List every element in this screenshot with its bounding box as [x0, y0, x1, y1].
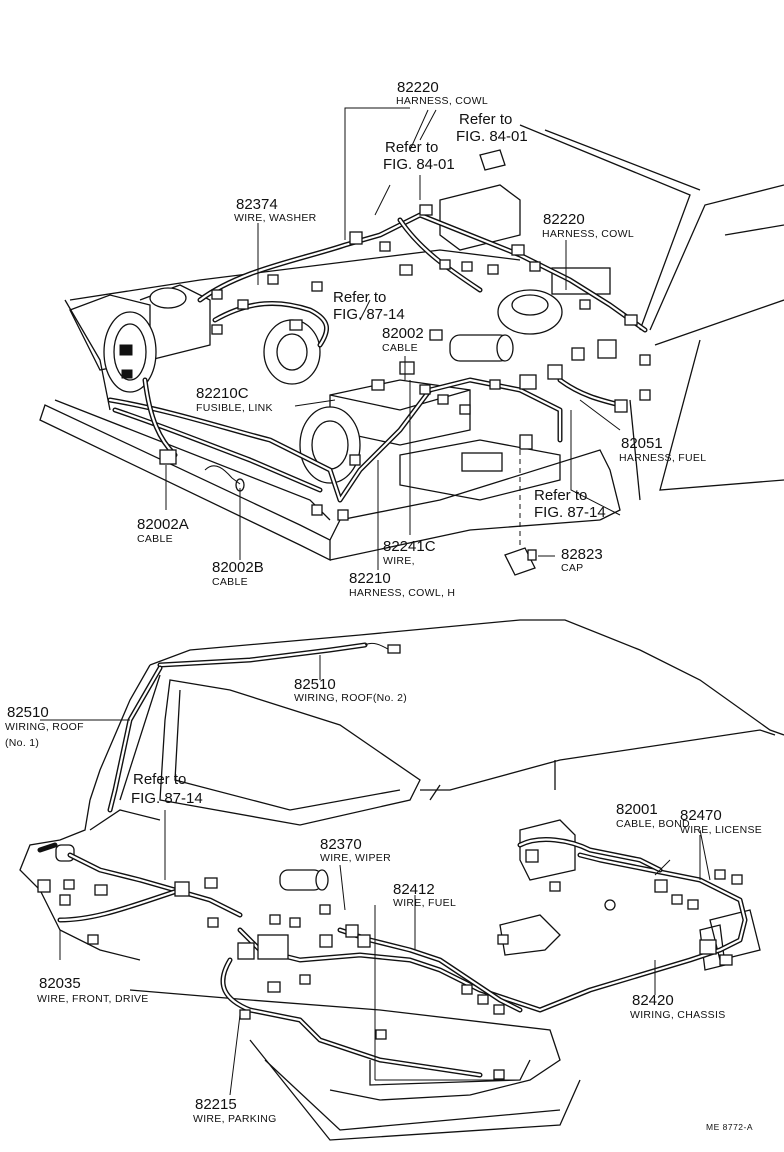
refer-to-label-d: Refer to — [534, 487, 588, 504]
callout-82374-name: WIRE, WASHER — [234, 212, 317, 224]
callout-82823-number: 82823 — [561, 546, 603, 563]
callout-82510-roof-1-name: WIRING, ROOF — [5, 721, 84, 733]
callout-82035-name: WIRE, FRONT, DRIVE — [37, 993, 149, 1005]
callout-82220-cowl-right-name: HARNESS, COWL — [542, 228, 634, 240]
refer-fig-84-01-b[interactable]: FIG. 84-01 — [383, 156, 455, 173]
refer-to-label-a: Refer to — [459, 111, 513, 128]
callout-82510-roof-2-name: WIRING, ROOF(No. 2) — [294, 692, 408, 704]
callout-82002a-number: 82002A — [137, 516, 189, 533]
callout-82510-roof-1-number: 82510 — [7, 704, 49, 721]
callout-82215-number: 82215 — [195, 1096, 237, 1113]
callout-82470-number: 82470 — [680, 807, 722, 824]
engine-compartment-drawing — [39, 107, 784, 576]
refer-fig-87-14-e[interactable]: FIG. 87-14 — [131, 790, 203, 807]
callout-82510-roof-1-extra: (No. 1) — [5, 737, 40, 749]
callout-82215-name: WIRE, PARKING — [193, 1113, 277, 1125]
callout-82210-number: 82210 — [349, 570, 391, 587]
callout-82823-name: CAP — [561, 562, 584, 574]
callout-82374-number: 82374 — [236, 196, 278, 213]
callout-82210c-name: FUSIBLE, LINK — [196, 402, 273, 414]
refer-fig-84-01-a[interactable]: FIG. 84-01 — [456, 128, 528, 145]
refer-fig-87-14-c[interactable]: FIG. 87-14 — [333, 306, 405, 323]
callout-82035-number: 82035 — [39, 975, 81, 992]
callout-82001-name: CABLE, BOND — [616, 818, 690, 830]
callout-82241c-name: WIRE, — [383, 555, 415, 567]
refer-to-label-b: Refer to — [385, 139, 439, 156]
callout-82510-roof-2-number: 82510 — [294, 676, 336, 693]
callout-82051-name: HARNESS, FUEL — [619, 452, 707, 464]
callout-82002-name: CABLE — [382, 342, 418, 354]
callout-82001-number: 82001 — [616, 801, 658, 818]
callout-82420-number: 82420 — [632, 992, 674, 1009]
callout-82420-name: WIRING, CHASSIS — [630, 1009, 726, 1021]
callout-82470-name: WIRE, LICENSE — [680, 824, 763, 836]
callout-82220-cowl-top-name: HARNESS, COWL — [396, 95, 488, 107]
callout-82002a-name: CABLE — [137, 533, 173, 545]
drawing-code: ME 8772-A — [706, 1122, 754, 1132]
callout-82241c-number: 82241C — [383, 538, 436, 555]
refer-to-label-c: Refer to — [333, 289, 387, 306]
callout-82370-name: WIRE, WIPER — [320, 852, 391, 864]
callout-82002b-name: CABLE — [212, 576, 248, 588]
callout-82412-name: WIRE, FUEL — [393, 897, 457, 909]
refer-fig-87-14-d[interactable]: FIG. 87-14 — [534, 504, 606, 521]
callout-82370-number: 82370 — [320, 836, 362, 853]
callout-82051-number: 82051 — [621, 435, 663, 452]
callout-82002-number: 82002 — [382, 325, 424, 342]
callout-82220-cowl-right-number: 82220 — [543, 211, 585, 228]
cab-chassis-drawing — [19, 619, 784, 1141]
callout-82002b-number: 82002B — [212, 559, 264, 576]
callout-82210c-number: 82210C — [196, 385, 249, 402]
callout-82220-cowl-top-number: 82220 — [397, 79, 439, 96]
callout-82210-name: HARNESS, COWL, H — [349, 587, 456, 599]
refer-to-label-e: Refer to — [133, 771, 187, 788]
callout-82412-number: 82412 — [393, 881, 435, 898]
